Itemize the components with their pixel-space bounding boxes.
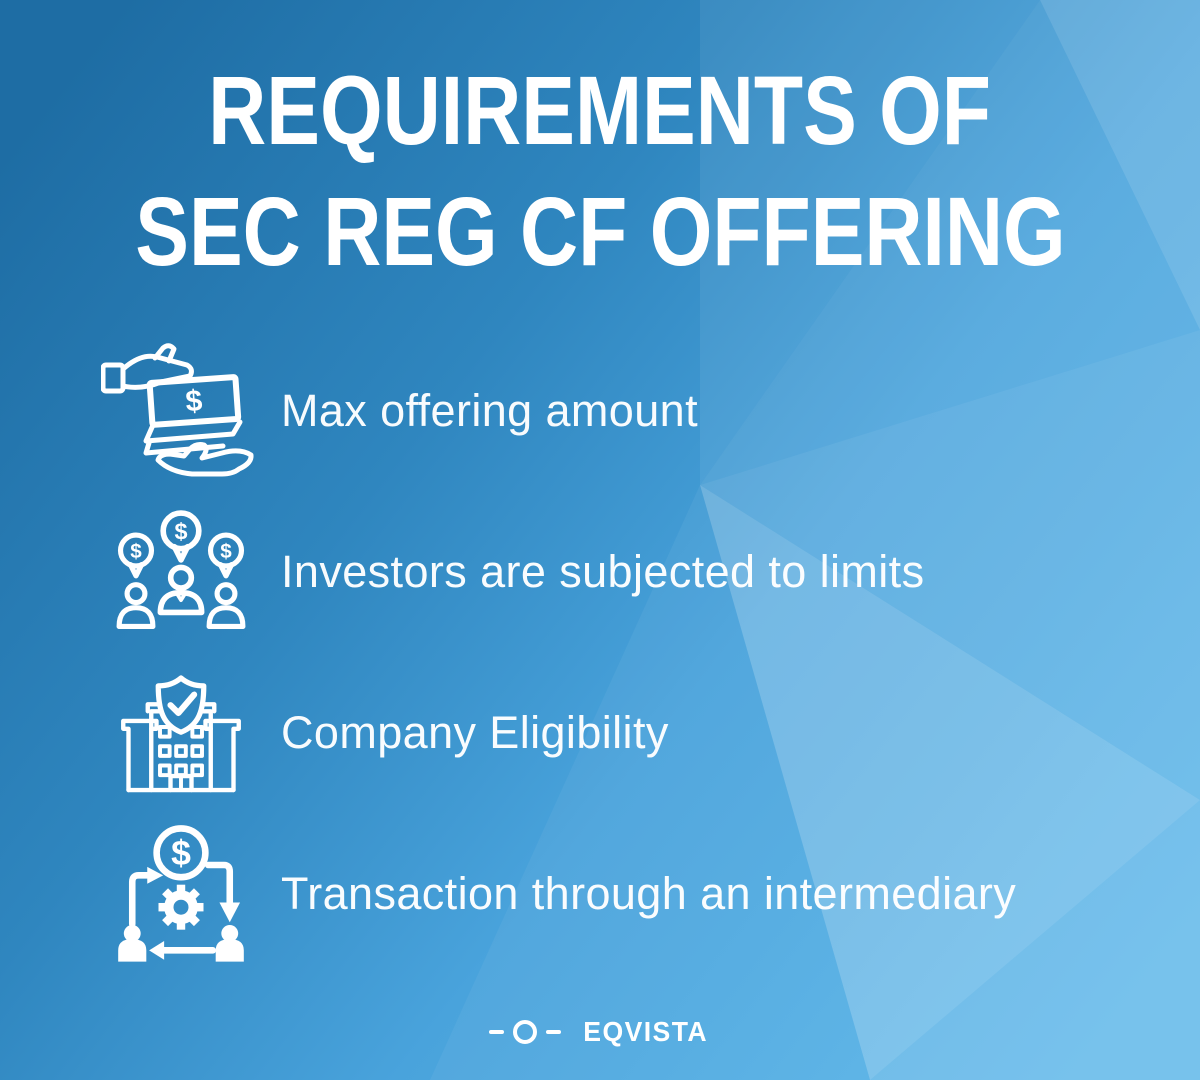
list-item: Company Eligibility (100, 653, 1170, 814)
page-title: REQUIREMENTS OF SEC REG CF OFFERING (0, 50, 1200, 292)
list-item: $ $ $ (100, 492, 1170, 653)
title-line-1: REQUIREMENTS OF (208, 56, 992, 165)
dollar-glyph: $ (171, 833, 191, 873)
item-label: Investors are subjected to limits (281, 545, 925, 597)
logo-dash-right (545, 1030, 561, 1034)
company-building-shield-icon (100, 656, 262, 812)
list-item: $ (100, 814, 1170, 975)
dollar-glyph: $ (220, 540, 232, 563)
title-line-2: SEC REG CF OFFERING (134, 177, 1066, 286)
logo-dash-left (488, 1030, 504, 1034)
brand-name: EQVISTA (583, 1016, 708, 1047)
dollar-glyph: $ (174, 518, 187, 544)
brand-logo: EQVISTA (0, 1016, 1200, 1048)
list-item: $ Max offering amount (100, 331, 1170, 492)
hand-giving-money-icon: $ (100, 334, 262, 490)
requirements-list: $ Max offering amount $ (100, 331, 1170, 975)
transaction-cycle-icon: $ (100, 817, 262, 973)
eqvista-circle-icon (512, 1020, 537, 1044)
investors-dollar-pins-icon: $ $ $ (100, 495, 262, 651)
item-label: Company Eligibility (281, 706, 669, 758)
dollar-glyph: $ (184, 384, 203, 418)
item-label: Max offering amount (281, 384, 698, 436)
dollar-glyph: $ (130, 540, 142, 563)
item-label: Transaction through an intermediary (281, 867, 1017, 919)
